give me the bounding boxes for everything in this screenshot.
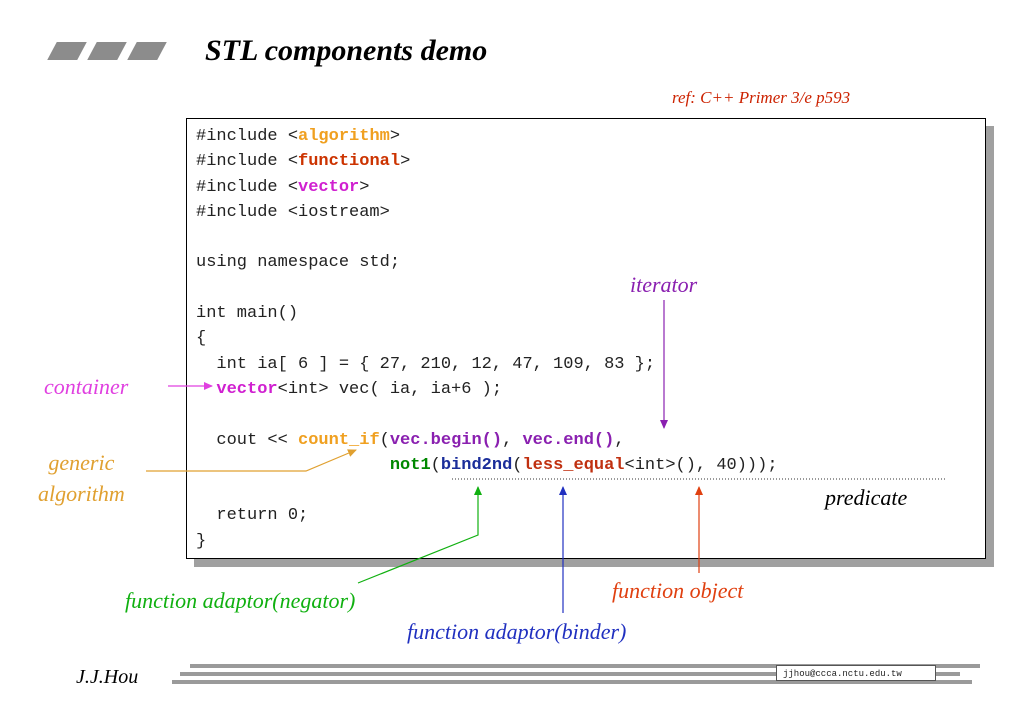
negator-arrow <box>357 486 482 584</box>
generic-label-line2: algorithm <box>38 481 125 506</box>
code-line-include-vector: #include <vector> <box>196 177 370 197</box>
code-line-include-functional: #include <functional> <box>196 152 411 172</box>
code-line-vector: vector<int> vec( ia, ia+6 ); <box>216 379 503 399</box>
function-object-label: function object <box>612 578 744 603</box>
generic-algorithm-label: generic algorithm <box>38 447 125 509</box>
code-line-close-brace: } <box>196 531 207 551</box>
code-line-predicate: not1(bind2nd(less_equal<int>(), 40))); <box>389 455 778 475</box>
footer-line-2 <box>180 672 960 676</box>
code-line-include-algorithm: #include <algorithm> <box>196 127 401 146</box>
footer-line-3 <box>172 680 972 684</box>
code-box <box>186 118 986 559</box>
binder-label: function adaptor(binder) <box>407 619 627 644</box>
container-label: container <box>44 374 129 399</box>
author-name: J.J.Hou <box>76 666 139 688</box>
footer-line-1 <box>190 664 980 668</box>
code-line-open-brace: { <box>196 329 207 349</box>
footer-email: jjhou@ccca.nctu.edu.tw <box>776 665 936 681</box>
code-line-using: using namespace std; <box>196 253 401 273</box>
slide-title: STL components demo <box>205 34 488 67</box>
code-line-include-iostream: #include <iostream> <box>196 202 390 222</box>
generic-label-line1: generic <box>48 450 115 475</box>
reference-note: ref: C++ Primer 3/e p593 <box>672 88 851 107</box>
negator-label: function adaptor(negator) <box>125 588 356 613</box>
code-line-cout: cout << count_if(vec.begin(), vec.end(), <box>196 430 625 450</box>
generic-algorithm-arrow <box>146 449 357 472</box>
predicate-label: predicate <box>825 485 908 510</box>
code-line-main: int main() <box>196 304 299 324</box>
code-line-array: int ia[ 6 ] = { 27, 210, 12, 47, 109, 83… <box>196 354 656 374</box>
iterator-label: iterator <box>630 272 698 297</box>
code-listing: #include <algorithm> #include <functiona… <box>196 124 778 554</box>
code-line-return: return 0; <box>196 506 309 526</box>
